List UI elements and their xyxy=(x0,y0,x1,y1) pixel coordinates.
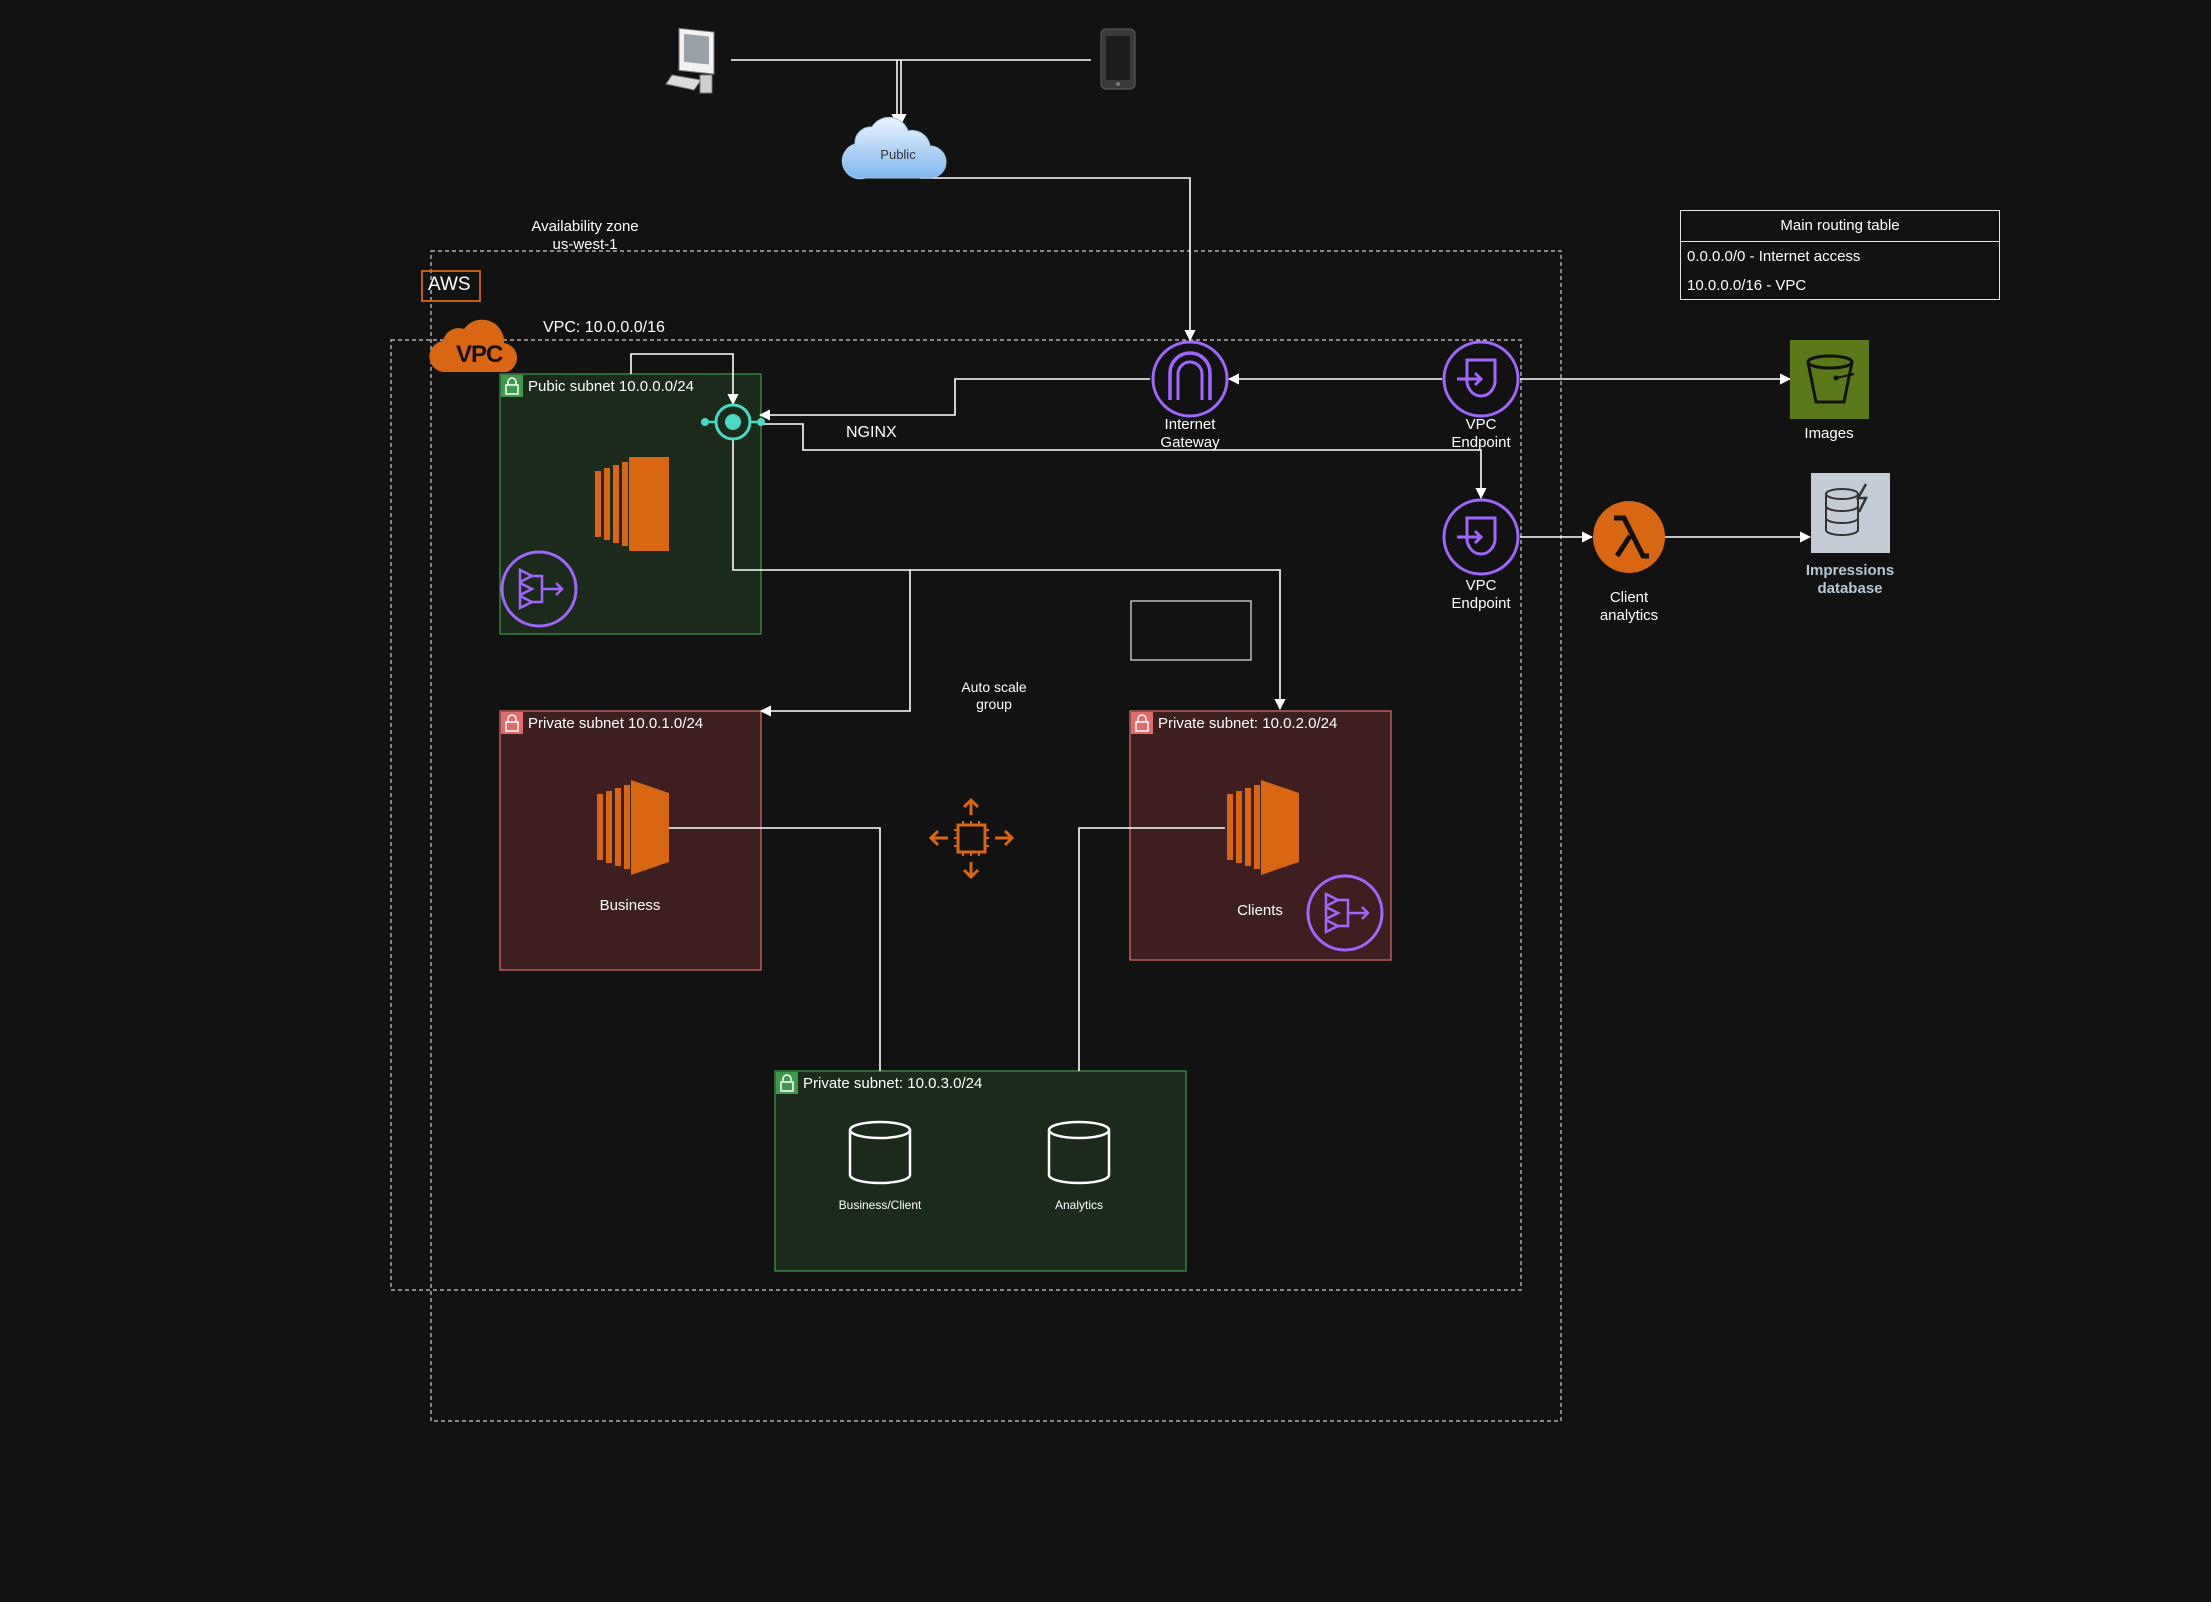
vpc-endpoint-1-label: VPC Endpoint xyxy=(1451,416,1511,451)
vpc-box xyxy=(390,339,1522,1291)
nginx-label: NGINX xyxy=(846,424,897,441)
private-subnet-2-lock-icon xyxy=(1131,712,1153,734)
edge-business-to-private3 xyxy=(669,827,881,1071)
auto-scaling-icon xyxy=(928,797,1015,880)
vpc-badge-label: VPC xyxy=(456,341,503,368)
private-subnet-2-label: Private subnet: 10.0.2.0/24 xyxy=(1158,715,1338,732)
s3-bucket-icon xyxy=(1790,340,1869,419)
public-cloud-icon xyxy=(841,116,947,180)
business-label: Business xyxy=(599,897,661,914)
ec2-business-icon xyxy=(597,780,669,875)
aws-label: AWS xyxy=(428,274,471,295)
edge-public-to-igw xyxy=(920,177,1196,342)
desktop-icon xyxy=(665,27,715,94)
database-business-client-label: Business/Client xyxy=(838,1198,922,1212)
vpc-endpoint-1-icon xyxy=(1442,340,1520,418)
impressions-database-label: Impressions database xyxy=(1805,562,1895,597)
main-routing-table: Main routing table 0.0.0.0/0 - Internet … xyxy=(1680,210,2000,300)
public-subnet-label: Pubic subnet 10.0.0.0/24 xyxy=(528,378,694,395)
edge-igw-to-nginx xyxy=(758,378,1150,421)
public-cloud-label: Public xyxy=(880,147,916,162)
database-business-client-icon xyxy=(848,1120,912,1185)
edge-subnet-loop xyxy=(630,353,739,406)
vpc-cloud-icon xyxy=(429,319,517,373)
public-subnet-lock-icon xyxy=(501,375,523,397)
edge-clients-to-private3 xyxy=(1078,827,1225,1071)
database-analytics-label: Analytics xyxy=(1054,1198,1104,1212)
edge-nginx-to-private2 xyxy=(910,569,1286,711)
edge-nginx-to-vpce2 xyxy=(760,423,1487,500)
availability-zone-label: Availability zone us-west-1 xyxy=(531,218,639,253)
private-subnet-3-box xyxy=(774,1070,1187,1272)
lambda-icon xyxy=(1593,501,1665,573)
internet-gateway-label: Internet Gateway xyxy=(1160,416,1220,451)
private-subnet-1-lock-icon xyxy=(501,712,523,734)
dynamodb-icon xyxy=(1811,473,1890,553)
clients-label: Clients xyxy=(1237,902,1283,919)
internet-gateway-icon xyxy=(1151,340,1229,418)
nat-gateway-public-icon xyxy=(500,550,578,628)
private-subnet-3-lock-icon xyxy=(776,1072,798,1094)
images-label: Images xyxy=(1804,425,1854,442)
vpc-label: VPC: 10.0.0.0/16 xyxy=(543,319,665,336)
database-analytics-icon xyxy=(1047,1120,1111,1185)
private-subnet-2-box xyxy=(1129,710,1392,961)
availability-zone-box xyxy=(430,250,1562,1422)
routing-table-title: Main routing table xyxy=(1681,211,1999,242)
vpc-endpoint-2-label: VPC Endpoint xyxy=(1451,577,1511,612)
client-analytics-label: Client analytics xyxy=(1599,589,1659,624)
nginx-load-balancer-icon xyxy=(701,403,765,441)
ec2-clients-icon xyxy=(1227,780,1299,875)
auto-scale-group-label: Auto scale group xyxy=(961,679,1027,712)
nat-gateway-clients-icon xyxy=(1306,874,1384,952)
empty-box xyxy=(1130,600,1252,661)
private-subnet-1-label: Private subnet 10.0.1.0/24 xyxy=(528,715,704,732)
aws-label-box xyxy=(421,270,481,302)
vpc-endpoint-2-icon xyxy=(1442,498,1520,576)
ec2-public-icon xyxy=(595,457,669,551)
private-subnet-3-label: Private subnet: 10.0.3.0/24 xyxy=(803,1075,983,1092)
routing-table-row: 0.0.0.0/0 - Internet access xyxy=(1687,248,1861,265)
mobile-icon xyxy=(1100,28,1136,90)
routing-table-row: 10.0.0.0/16 - VPC xyxy=(1687,277,1807,294)
private-subnet-1-box xyxy=(499,710,762,971)
